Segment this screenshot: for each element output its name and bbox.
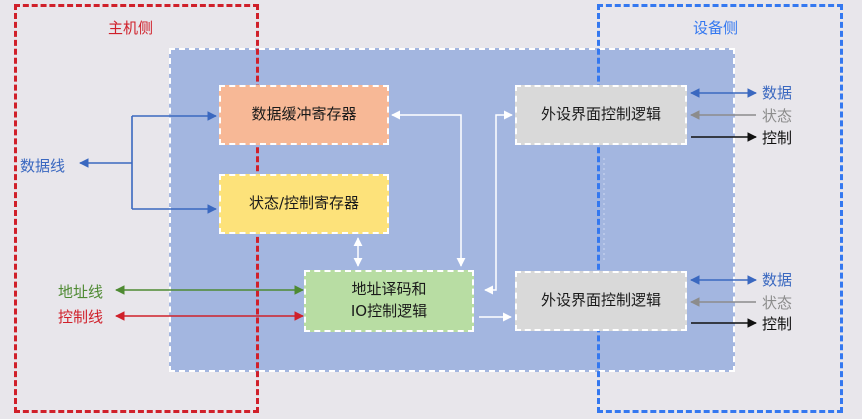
status-control-register: 状态/控制寄存器 (219, 174, 389, 234)
device-side-label: 设备侧 (693, 19, 739, 37)
address-line-label: 地址线 (58, 283, 104, 301)
peripheral-2-label: 外设界面控制逻辑 (540, 291, 661, 310)
status-control-label: 状态/控制寄存器 (248, 194, 360, 213)
control-line-label: 控制线 (58, 308, 104, 326)
address-decode-io-logic: 地址译码和 IO控制逻辑 (304, 270, 474, 332)
device-status-label-2: 状态 (762, 294, 793, 312)
device-data-label-1: 数据 (762, 84, 793, 102)
data-buffer-label: 数据缓冲寄存器 (251, 105, 357, 124)
device-control-label-2: 控制 (762, 315, 793, 333)
peripheral-control-logic-2: 外设界面控制逻辑 (515, 271, 687, 331)
data-buffer-register: 数据缓冲寄存器 (219, 85, 389, 145)
peripheral-1-label: 外设界面控制逻辑 (540, 105, 661, 124)
host-side-label: 主机侧 (108, 19, 154, 37)
addr-decode-label-line1: 地址译码和 (351, 280, 427, 299)
device-side-frame (597, 4, 843, 413)
internal-arrows (353, 110, 513, 322)
device-status-label-1: 状态 (762, 107, 793, 125)
device-data-label-2: 数据 (762, 271, 793, 289)
device-control-label-1: 控制 (762, 129, 793, 147)
peripheral-control-logic-1: 外设界面控制逻辑 (515, 85, 687, 145)
data-line-arrow (79, 111, 217, 214)
addr-decode-label-line2: IO控制逻辑 (350, 302, 428, 320)
data-line-label: 数据线 (20, 157, 66, 175)
